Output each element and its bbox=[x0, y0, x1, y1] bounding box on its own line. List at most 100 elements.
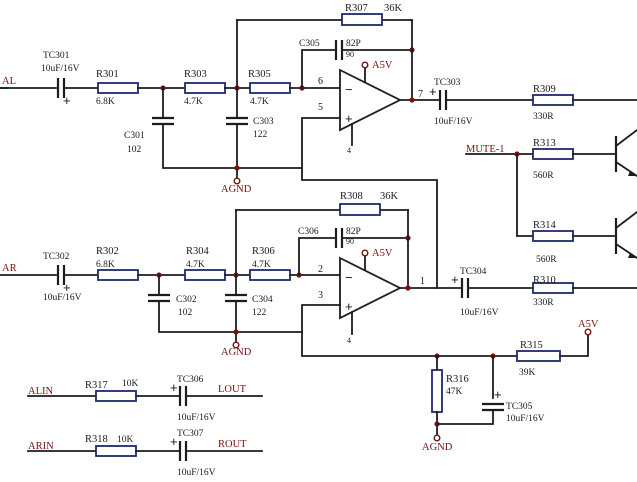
tc301-electrolytic-capacitor-icon: + bbox=[56, 78, 71, 108]
tc303-value: 10uF/16V bbox=[434, 117, 473, 127]
r317-ref: R317 bbox=[85, 380, 108, 391]
opamp-top-minus: − bbox=[345, 82, 353, 97]
r318-value: 10K bbox=[117, 435, 134, 445]
opamp-bottom-pin-out: 1 bbox=[420, 276, 425, 287]
r306-resistor-icon bbox=[249, 269, 291, 281]
junction-dot-icon bbox=[234, 165, 240, 171]
junction-dot-icon bbox=[233, 329, 239, 335]
opamp-top-pin-out: 7 bbox=[418, 89, 423, 100]
a5v-bottom-label: A5V bbox=[372, 248, 393, 259]
r315-value: 39K bbox=[519, 368, 536, 378]
supply-terminal-icon bbox=[361, 61, 369, 69]
channel-right: AR + TC302 10uF/16V R302 6.8K C302 102 R… bbox=[0, 191, 637, 358]
agnd-terminal-icon bbox=[232, 341, 240, 349]
opamp-bottom-pin-pwr: 4 bbox=[347, 336, 351, 345]
r307-ref: R307 bbox=[345, 3, 368, 14]
r304-ref: R304 bbox=[186, 246, 210, 257]
r308-ref: R308 bbox=[340, 191, 363, 202]
agnd-right-label: AGND bbox=[422, 442, 453, 453]
r305-resistor-icon bbox=[249, 82, 291, 94]
svg-text:+: + bbox=[63, 93, 71, 108]
c305-sub: 90 bbox=[346, 50, 354, 59]
c304-ref: C304 bbox=[252, 295, 273, 305]
r317-resistor-icon bbox=[95, 390, 137, 402]
r315-resistor-icon bbox=[516, 350, 561, 362]
agnd-terminal-icon bbox=[433, 434, 441, 442]
r308-resistor-icon bbox=[339, 203, 381, 216]
r317-value: 10K bbox=[122, 379, 139, 389]
c302-value: 102 bbox=[178, 308, 193, 318]
agnd-bottom-label: AGND bbox=[221, 347, 252, 358]
r305-value: 4.7K bbox=[250, 97, 269, 107]
opamp-bottom-pin-noninv: 3 bbox=[318, 290, 323, 301]
r318-resistor-icon bbox=[95, 445, 137, 457]
opamp-bottom-pin-inv: 2 bbox=[318, 264, 323, 275]
tc305-ref: TC305 bbox=[506, 402, 533, 412]
c304-value: 122 bbox=[252, 308, 267, 318]
svg-text:+: + bbox=[451, 272, 459, 287]
r308-value: 36K bbox=[380, 191, 399, 202]
channel-left: AL + TC301 10uF/16V R301 6.8K C301 102 R… bbox=[0, 3, 637, 289]
op-amp-top-icon bbox=[339, 68, 403, 132]
c303-value: 122 bbox=[253, 130, 268, 140]
output-lout-label: LOUT bbox=[218, 384, 247, 395]
r302-value: 6.8K bbox=[96, 260, 115, 270]
opamp-top-plus: + bbox=[345, 111, 353, 126]
svg-text:+: + bbox=[170, 434, 178, 449]
r305-ref: R305 bbox=[248, 69, 271, 80]
r309-ref: R309 bbox=[533, 84, 556, 95]
tc302-value: 10uF/16V bbox=[43, 293, 82, 303]
r314-resistor-icon bbox=[532, 230, 574, 242]
c306-sub: 90 bbox=[346, 237, 354, 246]
r303-value: 4.7K bbox=[184, 97, 203, 107]
svg-text:+: + bbox=[63, 280, 71, 295]
op-amp-bottom-icon bbox=[339, 256, 403, 320]
junction-dot-icon bbox=[409, 97, 415, 103]
svg-text:+: + bbox=[429, 84, 437, 99]
r307-value: 36K bbox=[384, 3, 403, 14]
bias-network: R315 39K A5V R316 47K + TC305 10uF/16V A… bbox=[422, 319, 599, 453]
tc307-value: 10uF/16V bbox=[177, 468, 216, 478]
input-ar-label: AR bbox=[2, 263, 17, 274]
r301-value: 6.8K bbox=[96, 97, 115, 107]
r309-value: 330R bbox=[533, 112, 554, 122]
tc304-ref: TC304 bbox=[460, 267, 487, 277]
c306-value: 82P bbox=[346, 227, 361, 237]
r316-ref: R316 bbox=[446, 374, 469, 385]
agnd-terminal-icon bbox=[233, 177, 241, 185]
supply-terminal-icon bbox=[584, 328, 592, 336]
r304-resistor-icon bbox=[184, 269, 226, 281]
tc301-value: 10uF/16V bbox=[41, 64, 80, 74]
r304-value: 4.7K bbox=[186, 260, 205, 270]
r313-resistor-icon bbox=[532, 148, 574, 160]
r314-ref: R314 bbox=[533, 220, 557, 231]
r301-resistor-icon bbox=[97, 82, 139, 94]
r315-ref: R315 bbox=[520, 340, 543, 351]
mute-label: MUTE-1 bbox=[466, 144, 505, 155]
arin-path: ARIN R318 10K + TC307 10uF/16V ROUT bbox=[27, 429, 263, 478]
r313-value: 560R bbox=[533, 171, 554, 181]
c302-ref: C302 bbox=[176, 295, 197, 305]
tc301-ref: TC301 bbox=[43, 51, 70, 61]
npn-transistor-icon bbox=[614, 210, 637, 260]
r314-value: 560R bbox=[536, 255, 557, 265]
tc303-ref: TC303 bbox=[434, 78, 461, 88]
tc306-value: 10uF/16V bbox=[177, 413, 216, 423]
opamp-top-pin-noninv: 5 bbox=[318, 102, 323, 113]
opamp-bottom-minus: − bbox=[345, 270, 353, 285]
r310-ref: R310 bbox=[533, 275, 556, 286]
tc302-ref: TC302 bbox=[43, 252, 70, 262]
alin-path: ALIN R317 10K + TC306 10uF/16V LOUT bbox=[27, 375, 263, 423]
r303-resistor-icon bbox=[184, 82, 226, 94]
r316-value: 47K bbox=[446, 387, 463, 397]
a5v-right-label: A5V bbox=[578, 319, 599, 330]
agnd-top-label: AGND bbox=[221, 184, 252, 195]
opamp-top-pin-inv: 6 bbox=[318, 76, 323, 87]
tc304-value: 10uF/16V bbox=[460, 308, 499, 318]
svg-text:+: + bbox=[170, 380, 178, 395]
r310-value: 330R bbox=[533, 298, 554, 308]
c305-value: 82P bbox=[346, 39, 361, 49]
input-al-label: AL bbox=[2, 76, 16, 87]
supply-terminal-icon bbox=[361, 249, 369, 257]
